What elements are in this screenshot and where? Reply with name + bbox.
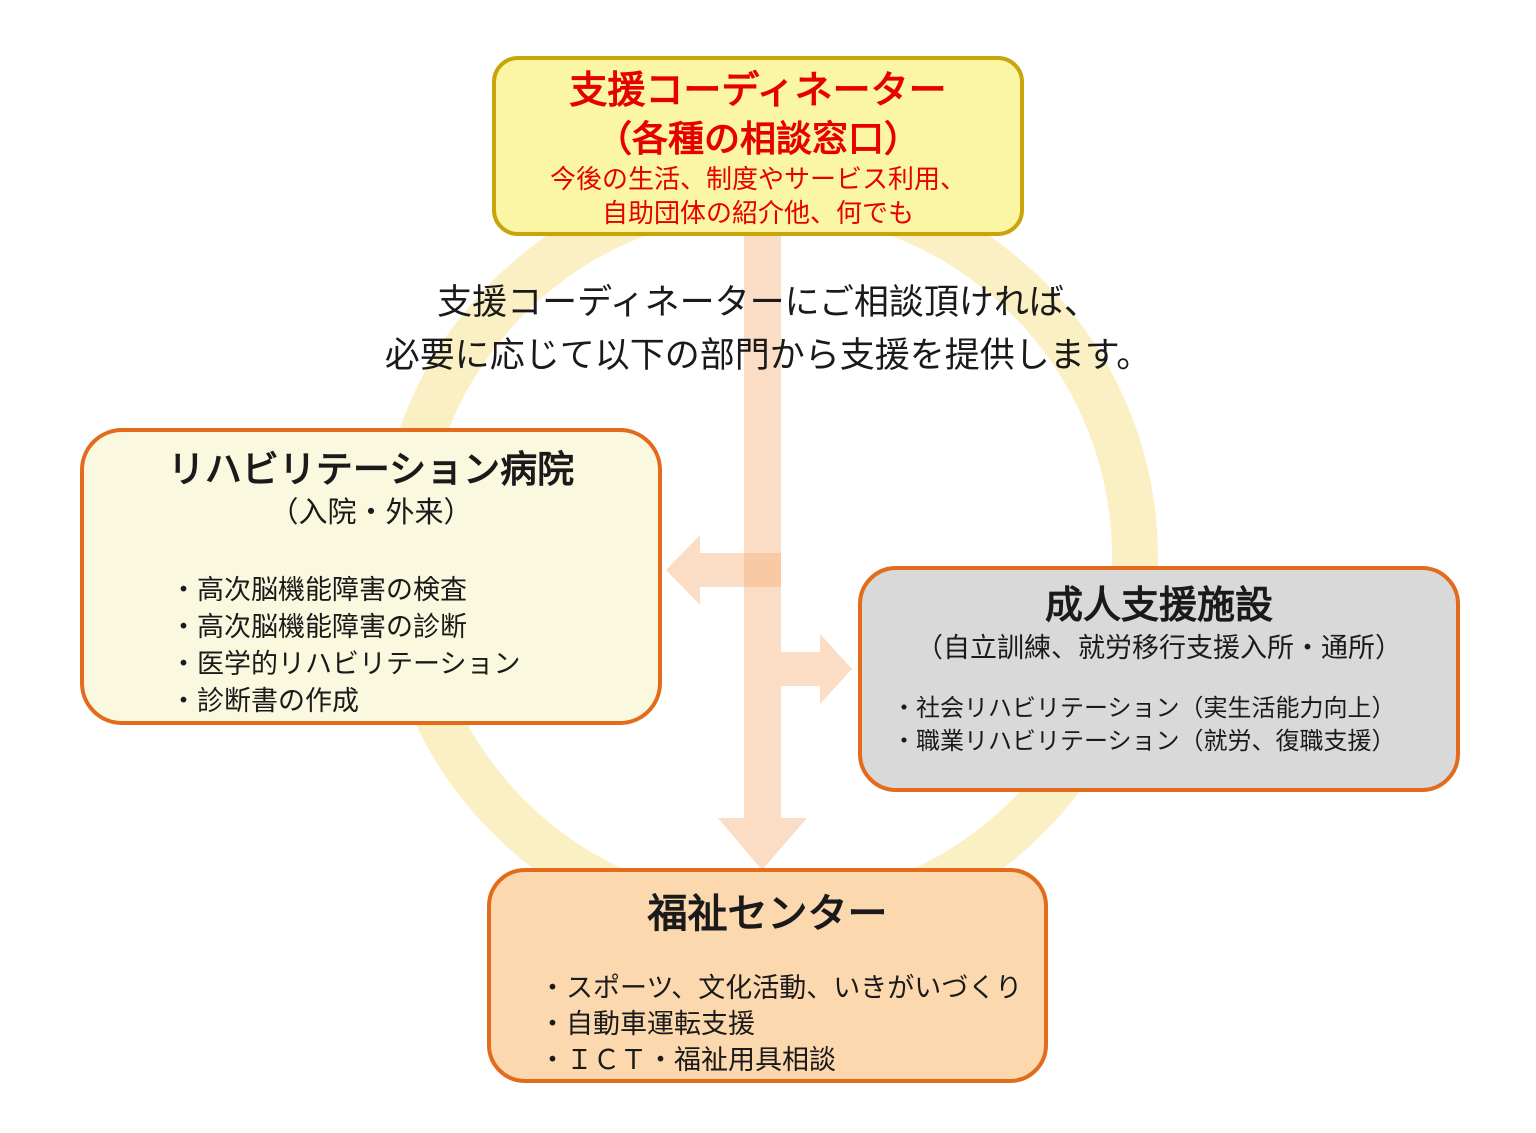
bullet-item: ・職業リハビリテーション（就労、復職支援） [892, 728, 1396, 755]
bullet-item: ・高次脳機能障害の診断 [170, 612, 467, 642]
rehab-hospital-bullets: ・高次脳機能障害の検査 ・高次脳機能障害の診断 ・医学的リハビリテーション ・診… [84, 572, 658, 720]
adult-facility-box: 成人支援施設 （自立訓練、就労移行支援入所・通所） ・社会リハビリテーション（実… [858, 566, 1460, 792]
adult-facility-subtitle: （自立訓練、就労移行支援入所・通所） [916, 633, 1402, 663]
adult-facility-bullets: ・社会リハビリテーション（実生活能力向上） ・職業リハビリテーション（就労、復職… [862, 692, 1456, 758]
rehab-hospital-box: リハビリテーション病院 （入院・外来） ・高次脳機能障害の検査 ・高次脳機能障害… [80, 428, 662, 725]
bullet-item: ・医学的リハビリテーション [170, 649, 521, 679]
coordinator-desc-line1: 今後の生活、制度やサービス利用、 [549, 164, 966, 194]
welfare-center-title: 福祉センター [647, 892, 888, 936]
bullet-item: ・社会リハビリテーション（実生活能力向上） [892, 695, 1396, 722]
intro-line2: 必要に応じて以下の部門から支援を提供します。 [384, 336, 1152, 375]
rehab-hospital-subtitle: （入院・外来） [269, 497, 473, 529]
rehab-hospital-title: リハビリテーション病院 [167, 449, 575, 490]
bullet-item: ・ＩＣＴ・福祉用具相談 [539, 1045, 836, 1075]
welfare-center-box: 福祉センター ・スポーツ、文化活動、いきがいづくり ・自動車運転支援 ・ＩＣＴ・… [487, 868, 1048, 1083]
intro-line1: 支援コーディネーターにご相談頂ければ、 [437, 283, 1099, 322]
bullet-item: ・診断書の作成 [170, 686, 359, 716]
bullet-item: ・スポーツ、文化活動、いきがいづくり [539, 973, 1023, 1003]
down-arrow [718, 234, 807, 870]
coordinator-subtitle: （各種の相談窓口） [595, 118, 920, 159]
coordinator-desc-line2: 自助団体の紹介他、何でも [601, 198, 914, 228]
intro-text: 支援コーディネーターにご相談頂ければ、 必要に応じて以下の部門から支援を提供しま… [0, 276, 1536, 382]
right-arrow [781, 634, 852, 704]
left-arrow [666, 535, 781, 605]
coordinator-title: 支援コーディネーター [569, 70, 947, 112]
bullet-item: ・高次脳機能障害の検査 [170, 575, 467, 605]
coordinator-box: 支援コーディネーター （各種の相談窓口） 今後の生活、制度やサービス利用、 自助… [492, 56, 1024, 236]
bullet-item: ・自動車運転支援 [539, 1009, 755, 1039]
welfare-center-bullets: ・スポーツ、文化活動、いきがいづくり ・自動車運転支援 ・ＩＣＴ・福祉用具相談 [491, 970, 1044, 1078]
adult-facility-title: 成人支援施設 [1044, 585, 1273, 627]
